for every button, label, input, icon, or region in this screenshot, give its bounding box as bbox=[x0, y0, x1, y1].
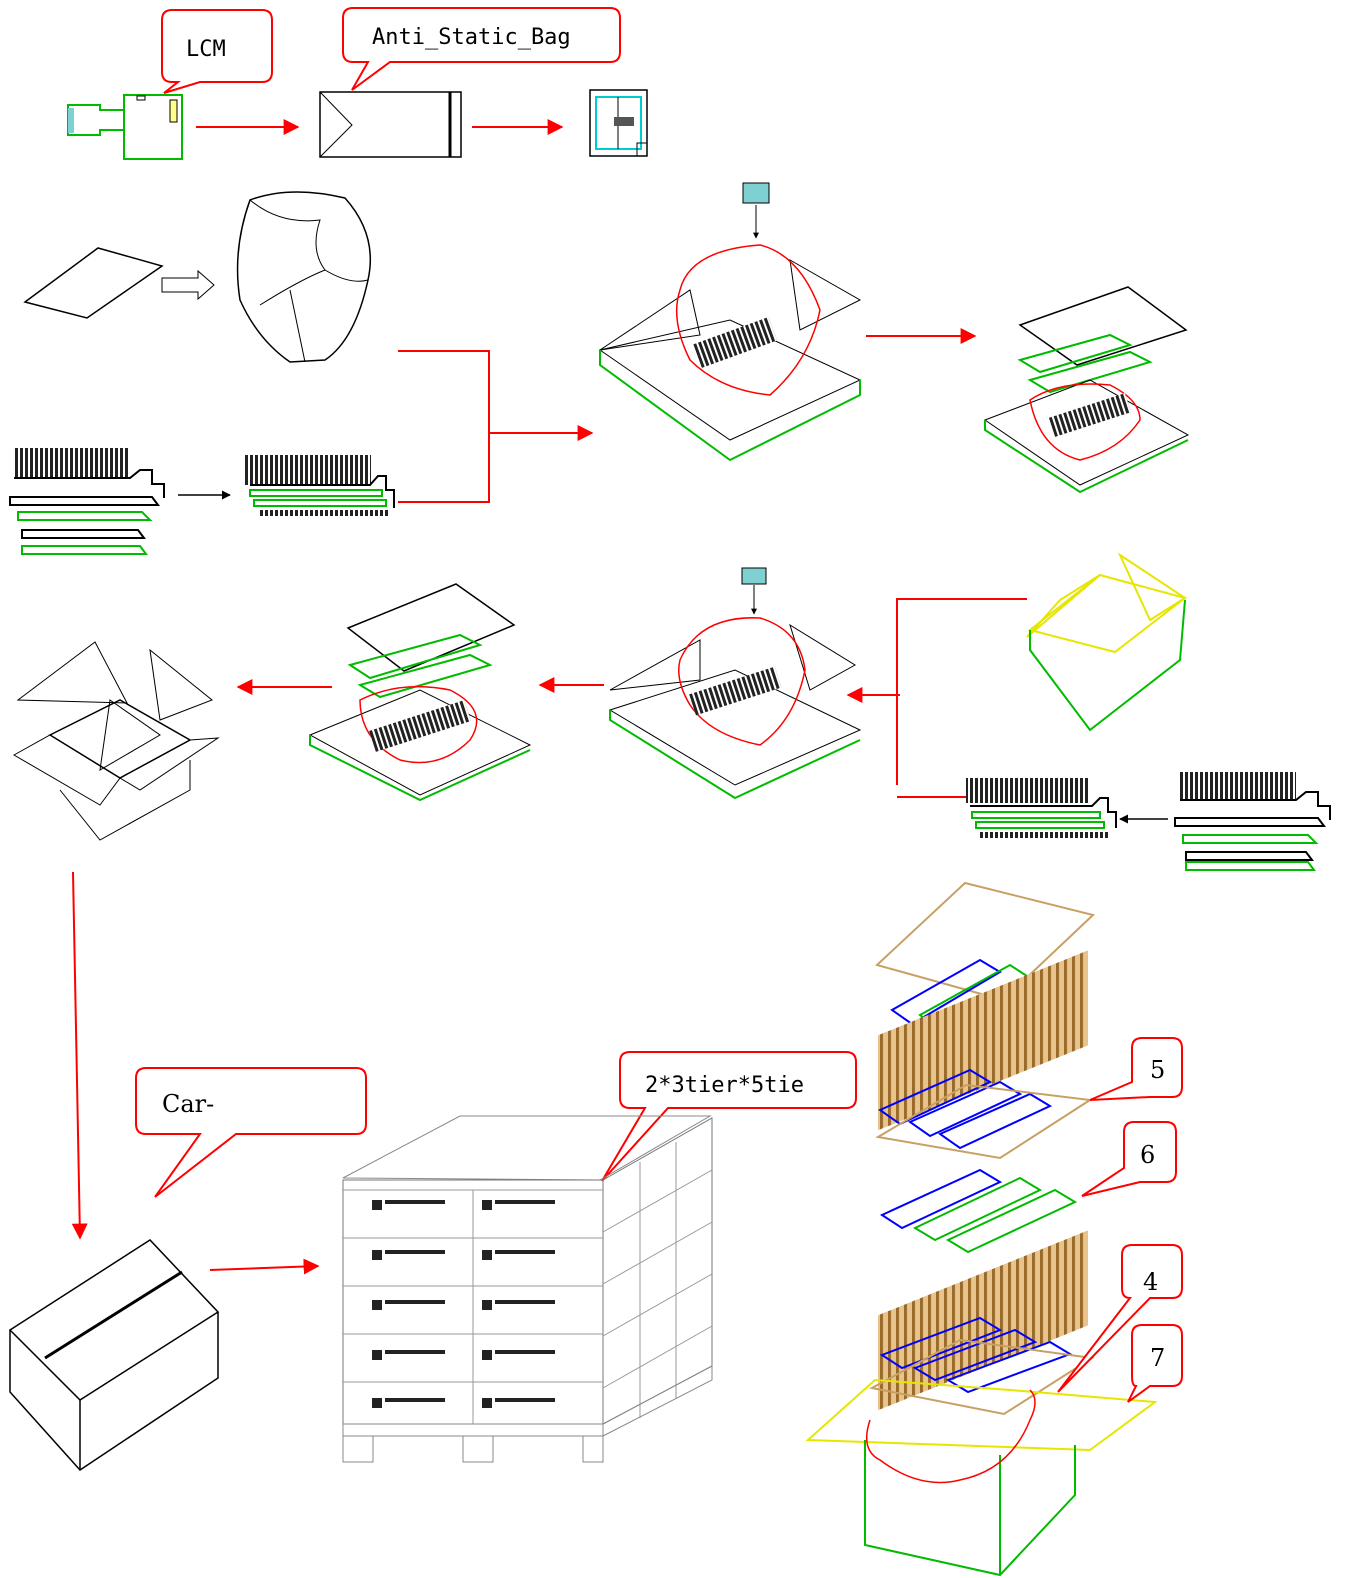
palletized-cartons bbox=[342, 1115, 713, 1463]
anti-static-bag-figure bbox=[319, 91, 462, 158]
packing-box-open-1 bbox=[598, 182, 862, 462]
carton-flaps-open bbox=[12, 641, 220, 841]
connector-bracket-row2 bbox=[398, 350, 490, 503]
callout-7: 7 bbox=[1127, 1324, 1183, 1403]
callout-carton: Car- bbox=[135, 1067, 367, 1198]
tray-stack-unassembled-1 bbox=[9, 448, 165, 555]
callout-carton-text: Car- bbox=[162, 1090, 214, 1118]
bagged-lcm-figure bbox=[589, 89, 648, 157]
arrow-down-to-sealed-carton bbox=[71, 871, 88, 1240]
callout-4-text: 4 bbox=[1143, 1268, 1158, 1296]
hollow-arrow bbox=[161, 269, 215, 301]
callout-6-text: 6 bbox=[1140, 1141, 1155, 1169]
callout-bag-text: Anti_Static_Bag bbox=[372, 25, 571, 50]
callout-5: 5 bbox=[1089, 1037, 1183, 1101]
callout-lcm: LCM bbox=[161, 9, 273, 94]
packing-box-layered-2 bbox=[308, 583, 532, 802]
exploded-carton-view bbox=[805, 881, 1158, 1577]
callout-4: 4 bbox=[1057, 1244, 1183, 1393]
tray-stack-assembled-2 bbox=[966, 778, 1117, 838]
flat-sheet-figure bbox=[23, 247, 164, 319]
open-poly-bag-figure bbox=[236, 191, 372, 363]
tray-stack-unassembled-2 bbox=[1174, 772, 1331, 871]
callout-lcm-text: LCM bbox=[186, 37, 226, 62]
callout-anti-static-bag: Anti_Static_Bag bbox=[342, 7, 621, 91]
sealed-carton bbox=[8, 1239, 220, 1471]
callout-stack-text: 2*3tier*5tie bbox=[645, 1073, 804, 1098]
lcm-module-figure bbox=[67, 94, 183, 160]
connector-bracket-row3 bbox=[896, 598, 1027, 785]
callout-6: 6 bbox=[1081, 1121, 1177, 1197]
packing-box-open-2 bbox=[608, 567, 862, 800]
tray-stack-assembled-1 bbox=[243, 455, 395, 516]
callout-stack-config: 2*3tier*5tie bbox=[601, 1051, 857, 1182]
callout-7-text: 7 bbox=[1150, 1344, 1165, 1372]
arrow-to-pallet bbox=[209, 1258, 320, 1275]
packing-box-layered-1 bbox=[983, 286, 1190, 494]
yellow-carton-open bbox=[1026, 552, 1188, 732]
callout-5-text: 5 bbox=[1150, 1056, 1165, 1084]
